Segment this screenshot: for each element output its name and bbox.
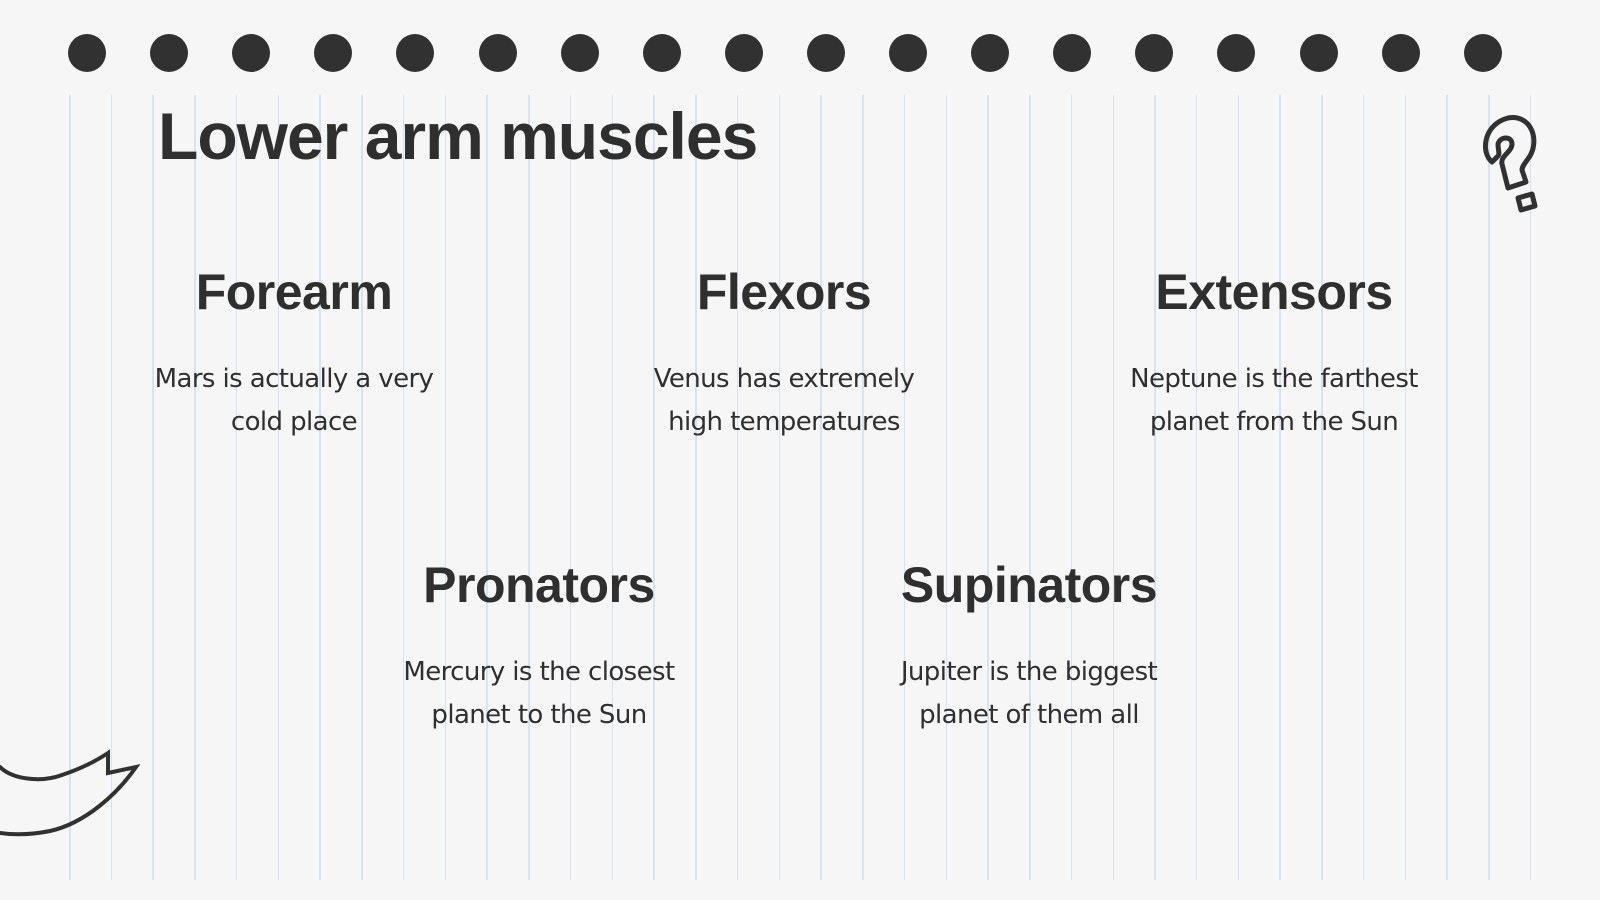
rule-line [486,95,488,880]
rule-line [152,95,154,880]
binder-hole-dot [1381,34,1420,72]
binder-hole-dot [232,34,271,72]
binder-hole-dot [1135,34,1174,72]
slide-title: Lower arm muscles [158,99,758,173]
rule-line [235,95,238,880]
binder-hole-dot [806,34,845,72]
rule-line [1029,95,1031,880]
rule-line [569,95,572,880]
ruled-paper-lines [0,95,1600,880]
rule-line [1404,95,1407,880]
item-heading: Supinators [900,557,1158,613]
item-heading: Flexors [696,264,872,320]
rule-line [903,95,906,880]
rule-line [1154,95,1156,880]
rule-line [1279,95,1281,880]
binder-hole-dot [150,34,189,72]
rule-line [361,95,363,880]
binder-hole-dot [1053,34,1092,72]
rule-line [862,95,864,880]
binder-hole-dot [560,34,599,72]
rule-line [1195,95,1198,880]
question-mark-doodle-icon [1482,115,1538,213]
binder-hole-dot [68,34,106,72]
binder-hole-dot [1217,34,1256,72]
binder-hole-dot [642,34,681,72]
binder-hole-dot [396,34,435,72]
rule-line [1070,95,1073,880]
rule-line [1237,95,1240,880]
binder-hole-dot [1463,34,1502,72]
item-heading: Extensors [1155,264,1393,320]
binder-hole-dot [1299,34,1338,72]
rule-line [1321,95,1323,880]
rule-line [1362,95,1365,880]
rule-line [1112,95,1114,880]
binder-hole-dot [889,34,927,72]
rule-line [820,95,822,880]
rule-line [319,95,321,880]
binder-holes [0,34,1600,74]
rule-line [444,95,447,880]
rule-line [277,95,280,880]
ribbon-banner-doodle-icon [0,749,141,837]
item-heading: Pronators [423,557,655,613]
rule-line [528,95,530,880]
rule-line [987,95,989,880]
rule-line [1446,95,1448,880]
rule-line [778,95,781,880]
rule-line [653,95,655,880]
binder-hole-dot [478,34,517,72]
rule-line [402,95,405,880]
rule-line [945,95,948,880]
item-heading: Forearm [195,264,393,320]
rule-line [736,95,739,880]
rule-line [611,95,614,880]
binder-hole-dot [724,34,763,72]
rule-line [194,95,196,880]
rule-line [695,95,697,880]
binder-hole-dot [314,34,353,72]
binder-hole-dot [971,34,1010,72]
